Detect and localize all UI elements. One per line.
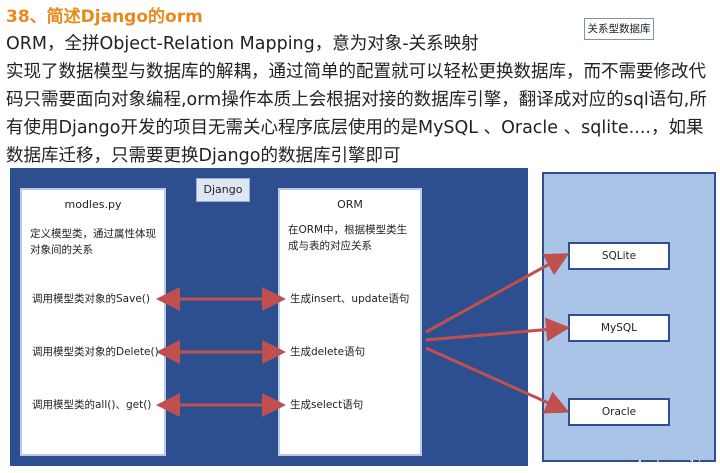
section-heading: 38、简述Django的orm — [6, 7, 203, 27]
models-box — [20, 188, 166, 456]
database-panel-title: 关系型数据库 — [584, 18, 654, 40]
orm-box-title: ORM — [337, 198, 363, 211]
orm-box-desc: 在ORM中，根据模型类生成与表的对应关系 — [288, 224, 408, 252]
models-item-query: 调用模型类的all()、get() — [32, 399, 152, 411]
orm-item-select: 生成select语句 — [290, 399, 364, 411]
db-oracle: Oracle — [568, 398, 670, 426]
db-sqlite: SQLite — [568, 242, 670, 270]
orm-item-delete: 生成delete语句 — [290, 346, 366, 358]
db-mysql: MySQL — [568, 314, 670, 342]
paragraph-explanation: 实现了数据模型与数据库的解耦，通过简单的配置就可以轻松更换数据库，而不需要修改代… — [6, 62, 707, 166]
models-item-save: 调用模型类对象的Save() — [32, 293, 150, 305]
orm-item-insert: 生成insert、update语句 — [290, 293, 410, 305]
watermark: www.Asphp.online — [610, 458, 716, 471]
models-box-desc: 定义模型类，通过属性体现对象间的关系 — [30, 228, 156, 256]
orm-box — [278, 188, 422, 456]
models-item-delete: 调用模型类对象的Delete() — [32, 346, 159, 358]
paragraph-definition: ORM，全拼Object-Relation Mapping，意为对象-关系映射 — [6, 34, 479, 54]
models-box-title: modles.py — [64, 198, 122, 211]
django-label: Django — [196, 178, 250, 202]
